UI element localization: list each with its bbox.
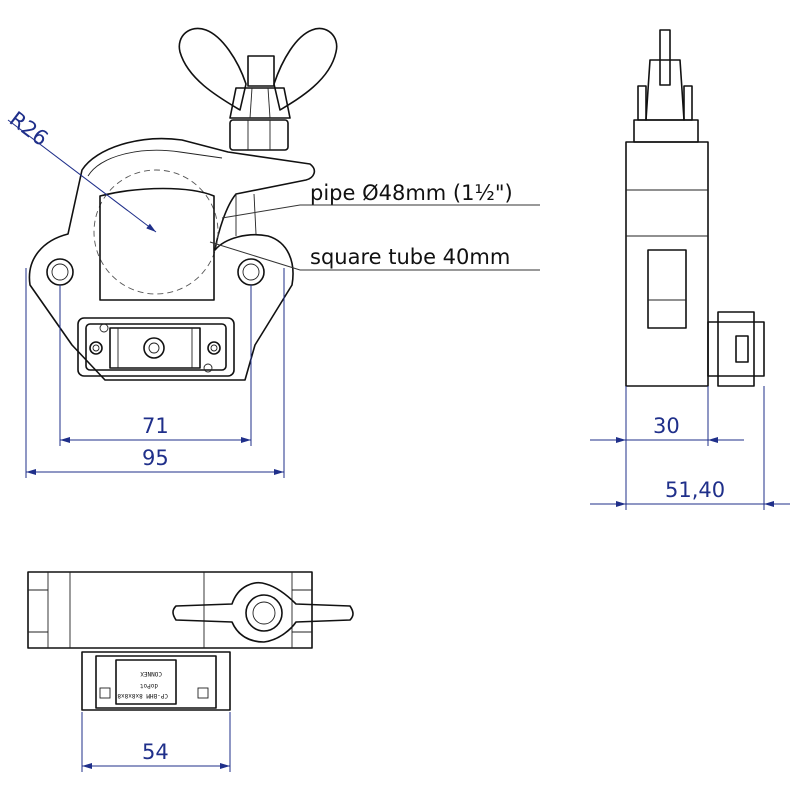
depth-label: 30 — [653, 414, 680, 438]
plate-width-label: 54 — [142, 740, 169, 764]
front-view: R26 pipe Ø48mm (1½") square tube 40mm 71… — [5, 27, 540, 478]
plate-text-2: doPot — [140, 682, 158, 689]
wing-nut — [178, 27, 338, 151]
pipe-label: pipe Ø48mm (1½") — [310, 181, 513, 205]
side-view: 30 51,40 — [590, 29, 790, 510]
pipe-leader — [221, 204, 540, 219]
radius-label: R26 — [5, 107, 52, 151]
bottom-plate — [77, 317, 235, 377]
plate-text-1: CP-BHM 8x8x8x8 — [117, 692, 168, 699]
total-width-label: 95 — [142, 446, 169, 470]
radius-dimension-line — [7, 119, 157, 233]
clamp-body — [28, 137, 316, 381]
plate-text-3: CONNEX — [140, 670, 162, 677]
left-hole — [46, 258, 74, 286]
tube-leader — [209, 241, 540, 271]
right-hole — [237, 258, 265, 286]
total-depth-label: 51,40 — [665, 478, 725, 502]
square-tube-label: square tube 40mm — [310, 245, 510, 269]
top-view: CP-BHM 8x8x8x8 doPot CONNEX 54 — [27, 571, 354, 772]
hole-spacing-label: 71 — [142, 414, 169, 438]
